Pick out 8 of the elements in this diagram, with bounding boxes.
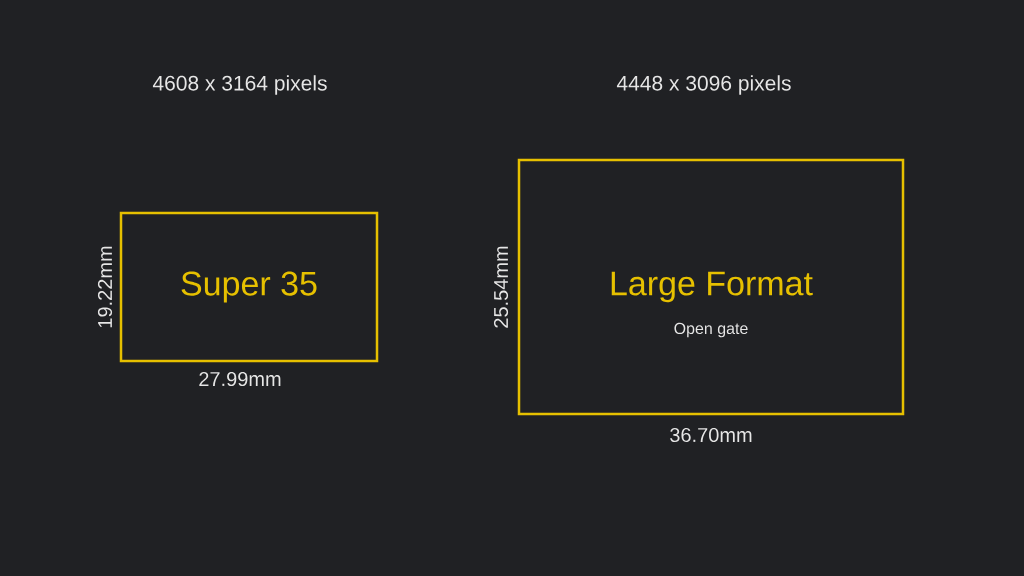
resolution-label: 4448 x 3096 pixels (616, 75, 791, 95)
dimension-label: 27.99mm (199, 371, 281, 387)
dimension-label: 36.70mm (670, 427, 752, 443)
subtitle-text: Open gate (674, 322, 748, 338)
dimension-label: 19.22mm (97, 246, 113, 328)
resolution-label: 4608 x 3164 pixels (152, 75, 327, 95)
format-box: Super 35 (119, 211, 379, 363)
dimension-label: 25.54mm (493, 246, 509, 328)
